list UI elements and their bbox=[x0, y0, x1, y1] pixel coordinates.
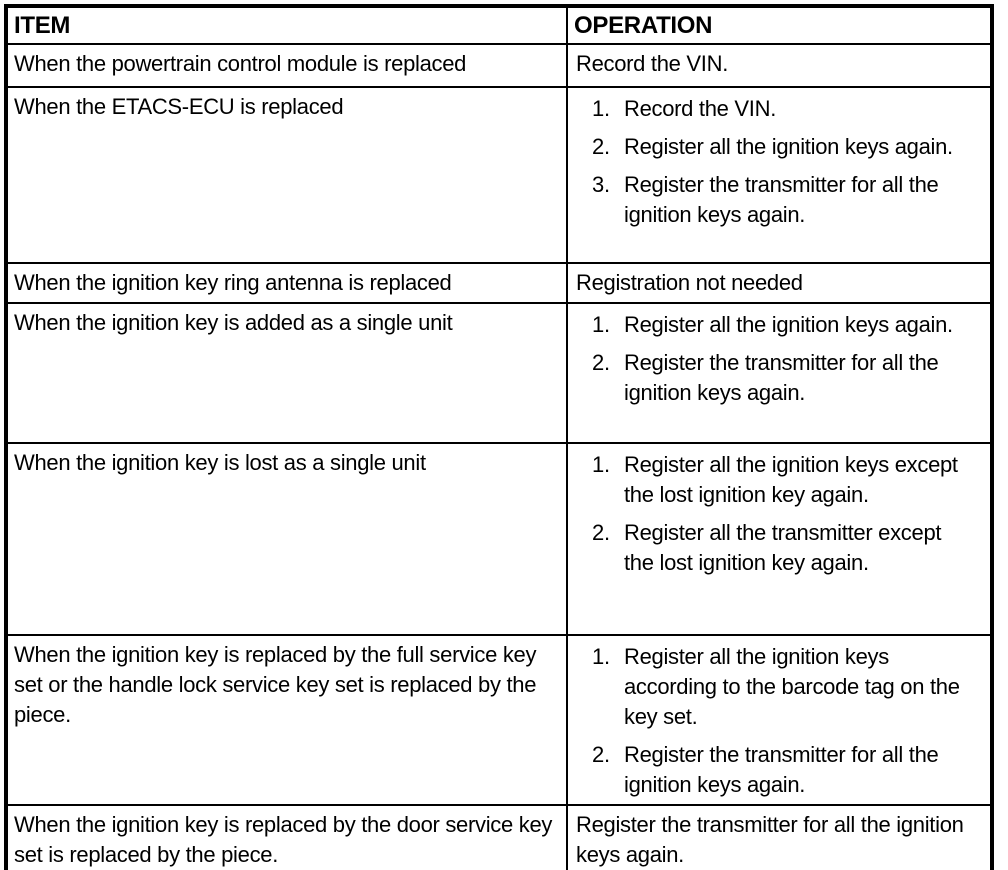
operation-cell: Registration not needed bbox=[566, 262, 993, 304]
operation-step: Register the transmitter for all the ign… bbox=[592, 740, 939, 797]
operation-step: Register all the ignition keys except th… bbox=[592, 450, 958, 507]
table-row: When the ETACS-ECU is replaced Record th… bbox=[5, 86, 993, 264]
operation-step: Register all the ignition keys again. bbox=[592, 132, 953, 162]
table-body: When the powertrain control module is re… bbox=[5, 43, 993, 870]
column-header-operation: OPERATION bbox=[566, 5, 993, 45]
operation-step: Register the transmitter for all the ign… bbox=[592, 348, 939, 405]
header-row: ITEM OPERATION bbox=[5, 5, 993, 45]
operation-step-list: Register all the ignition keys according… bbox=[576, 642, 984, 800]
table-row: When the ignition key is replaced by the… bbox=[5, 634, 993, 806]
registration-table: ITEM OPERATION When the powertrain contr… bbox=[4, 4, 994, 870]
item-cell: When the ignition key is lost as a singl… bbox=[5, 442, 568, 636]
item-cell: When the ignition key is replaced by the… bbox=[5, 804, 568, 870]
operation-step: Record the VIN. bbox=[592, 94, 777, 124]
operation-step-list: Register all the ignition keys again. Reg… bbox=[576, 310, 984, 408]
item-cell: When the ignition key is added as a sing… bbox=[5, 302, 568, 444]
operation-step-list: Record the VIN. Register all the ignition… bbox=[576, 94, 984, 230]
column-header-item: ITEM bbox=[5, 5, 568, 45]
operation-step: Register all the transmitter except the … bbox=[592, 518, 942, 575]
operation-step: Register all the ignition keys again. bbox=[592, 310, 953, 340]
item-cell: When the ignition key is replaced by the… bbox=[5, 634, 568, 806]
item-cell: When the powertrain control module is re… bbox=[5, 43, 568, 88]
operation-cell: Register all the ignition keys again. Reg… bbox=[566, 302, 993, 444]
item-cell: When the ignition key ring antenna is re… bbox=[5, 262, 568, 304]
operation-step: Register the transmitter for all the ign… bbox=[592, 170, 939, 227]
table-row: When the powertrain control module is re… bbox=[5, 43, 993, 88]
operation-cell: Record the VIN. bbox=[566, 43, 993, 88]
table-row: When the ignition key ring antenna is re… bbox=[5, 262, 993, 304]
table-row: When the ignition key is replaced by the… bbox=[5, 804, 993, 870]
table-row: When the ignition key is added as a sing… bbox=[5, 302, 993, 444]
table-header: ITEM OPERATION bbox=[5, 5, 993, 45]
table-row: When the ignition key is lost as a singl… bbox=[5, 442, 993, 636]
operation-cell: Register the transmitter for all the ign… bbox=[566, 804, 993, 870]
operation-step-list: Register all the ignition keys except th… bbox=[576, 450, 984, 578]
operation-cell: Register all the ignition keys according… bbox=[566, 634, 993, 806]
operation-cell: Record the VIN. Register all the ignition… bbox=[566, 86, 993, 264]
item-cell: When the ETACS-ECU is replaced bbox=[5, 86, 568, 264]
operation-cell: Register all the ignition keys except th… bbox=[566, 442, 993, 636]
operation-step: Register all the ignition keys according… bbox=[592, 642, 960, 729]
